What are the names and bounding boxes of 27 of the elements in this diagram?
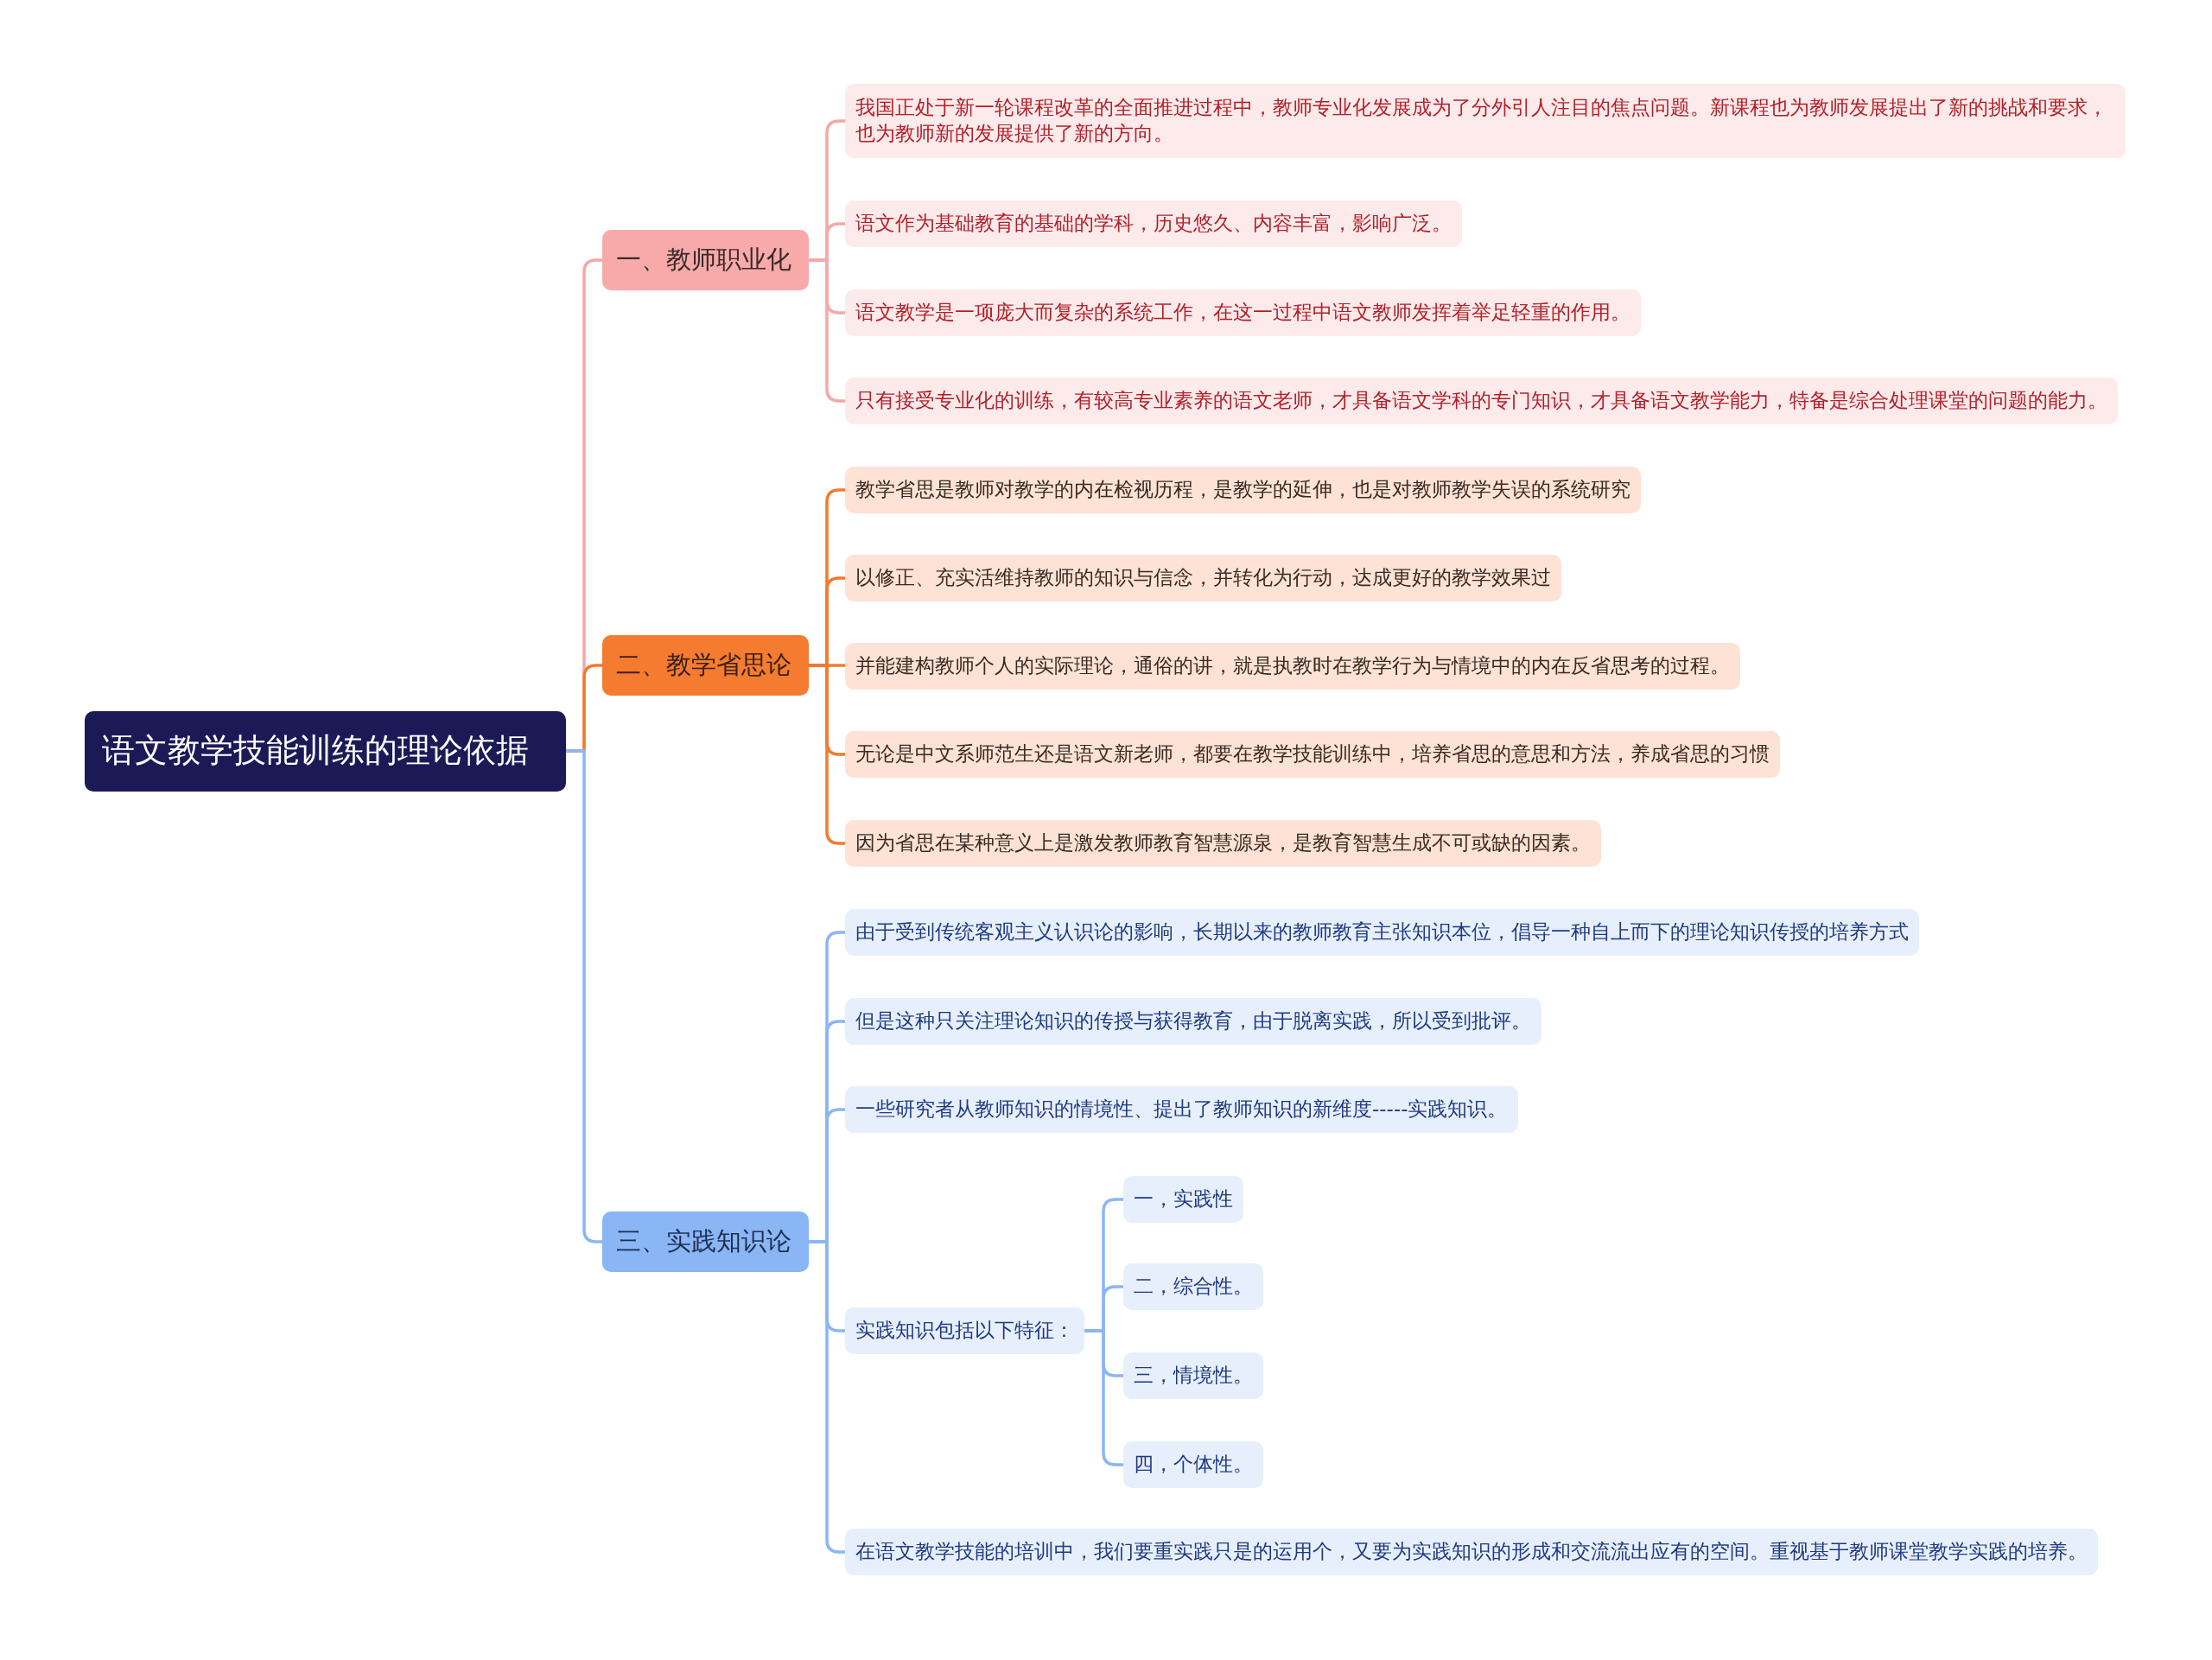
branch-line [809, 664, 845, 845]
topic-box: 由于受到传统客观主义认识论的影响，长期以来的教师教育主张知识本位，倡导一种自上而下的理论知识传授的培养方式 [845, 909, 1919, 956]
branch-topic-box: 一、教师职业化 [602, 230, 809, 290]
root-topic-box: 语文教学技能训练的理论依据 [85, 710, 566, 792]
topic-box: 实践知识包括以下特征： [845, 1307, 1084, 1354]
topic-box: 一些研究者从教师知识的情境性、提出了教师知识的新维度-----实践知识。 [845, 1086, 1518, 1133]
topic-box: 因为省思在某种意义上是激发教师教育智慧源泉，是教育智慧生成不可或缺的因素。 [845, 820, 1601, 867]
branch-line [566, 749, 602, 1243]
branch-topic-box: 三、实践知识论 [602, 1212, 809, 1272]
topic-box: 一，实践性 [1123, 1176, 1243, 1223]
topic-box: 无论是中文系师范生还是语文新老师，都要在教学技能训练中，培养省思的意思和方法，养成省思的习惯 [845, 731, 1780, 778]
branch-line [809, 1240, 845, 1554]
topic-box: 三，情境性。 [1123, 1352, 1263, 1399]
topic-box: 教学省思是教师对教学的内在检视历程，是教学的延伸，也是对教师教学失误的系统研究 [845, 467, 1641, 513]
topic-box: 只有接受专业化的训练，有较高专业素养的语文老师，才具备语文学科的专门知识，才具备语文教学能力，特备是综合处理课堂的问题的能力。 [845, 378, 2118, 424]
topic-box: 语文作为基础教育的基础的学科，历史悠久、内容丰富，影响广泛。 [845, 200, 1462, 247]
topic-box: 并能建构教师个人的实际理论，通俗的讲，就是执教时在教学行为与情境中的内在反省思考的过程。 [845, 643, 1740, 690]
topic-box: 四，个体性。 [1123, 1441, 1263, 1488]
topic-box: 但是这种只关注理论知识的传授与获得教育，由于脱离实践，所以受到批评。 [845, 998, 1541, 1045]
topic-box: 在语文教学技能的培训中，我们要重实践只是的运用个，又要为实践知识的形成和交流流出应有的空间。重视基于教师课堂教学实践的培养。 [845, 1529, 2098, 1575]
branch-topic-box: 二、教学省思论 [602, 635, 809, 696]
topic-box: 二，综合性。 [1123, 1263, 1263, 1310]
topic-box: 我国正处于新一轮课程改革的全面推进过程中，教师专业化发展成为了分外引人注目的焦点问题。新课程也为教师发展提出了新的挑战和要求，也为教师新的发展提供了新的方向。 [845, 84, 2126, 158]
branch-line [1084, 1329, 1123, 1466]
branch-line [809, 258, 845, 403]
topic-box: 以修正、充实活维持教师的知识与信念，并转化为行动，达成更好的教学效果过 [845, 555, 1561, 601]
topic-box: 语文教学是一项庞大而复杂的系统工作，在这一过程中语文教师发挥着举足轻重的作用。 [845, 289, 1641, 336]
